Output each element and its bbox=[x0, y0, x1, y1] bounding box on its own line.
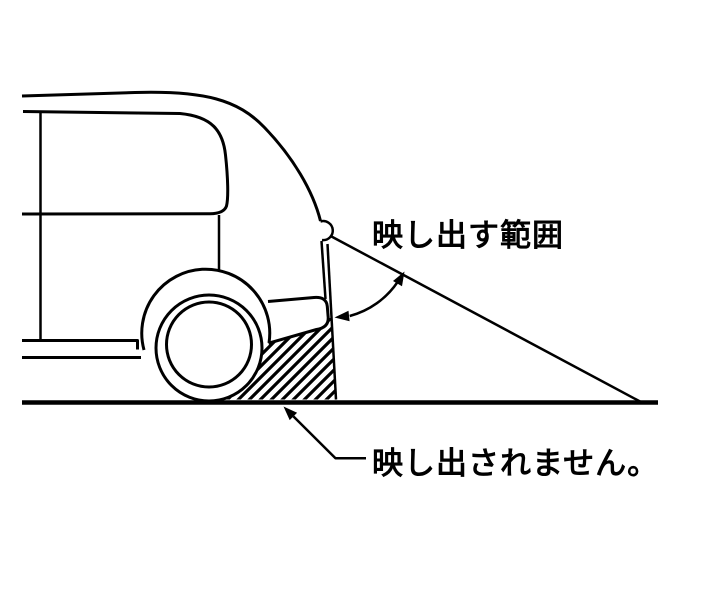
rocker-top-line bbox=[22, 339, 139, 350]
wheel-rim bbox=[165, 300, 253, 389]
camera-view-range bbox=[326, 235, 641, 403]
leader-line bbox=[292, 415, 366, 460]
wheel-arch bbox=[140, 267, 272, 351]
view-angle-arc bbox=[349, 281, 399, 318]
blind-spot-hatched-area bbox=[223, 318, 337, 400]
tire bbox=[154, 293, 264, 403]
not-displayed-label: 映し出されません。 bbox=[372, 446, 659, 482]
view-angle-double-arrow bbox=[334, 271, 405, 322]
arc-arrowhead-lower-icon bbox=[334, 310, 350, 322]
rear-camera-bump bbox=[320, 219, 334, 242]
arc-arrowhead-upper-icon bbox=[393, 271, 405, 287]
blind-spot-pointer-arrow bbox=[283, 406, 366, 460]
rear-panel-line bbox=[320, 240, 327, 300]
view-range-upper-line bbox=[330, 235, 641, 403]
rear-bumper bbox=[267, 295, 330, 345]
roof-line bbox=[21, 90, 322, 222]
leader-arrowhead-icon bbox=[283, 406, 298, 421]
view-range-label: 映し出す範囲 bbox=[372, 218, 564, 254]
view-range-lower-line bbox=[326, 243, 338, 400]
car-body-outline bbox=[21, 90, 327, 359]
window-belt-line bbox=[21, 110, 230, 216]
